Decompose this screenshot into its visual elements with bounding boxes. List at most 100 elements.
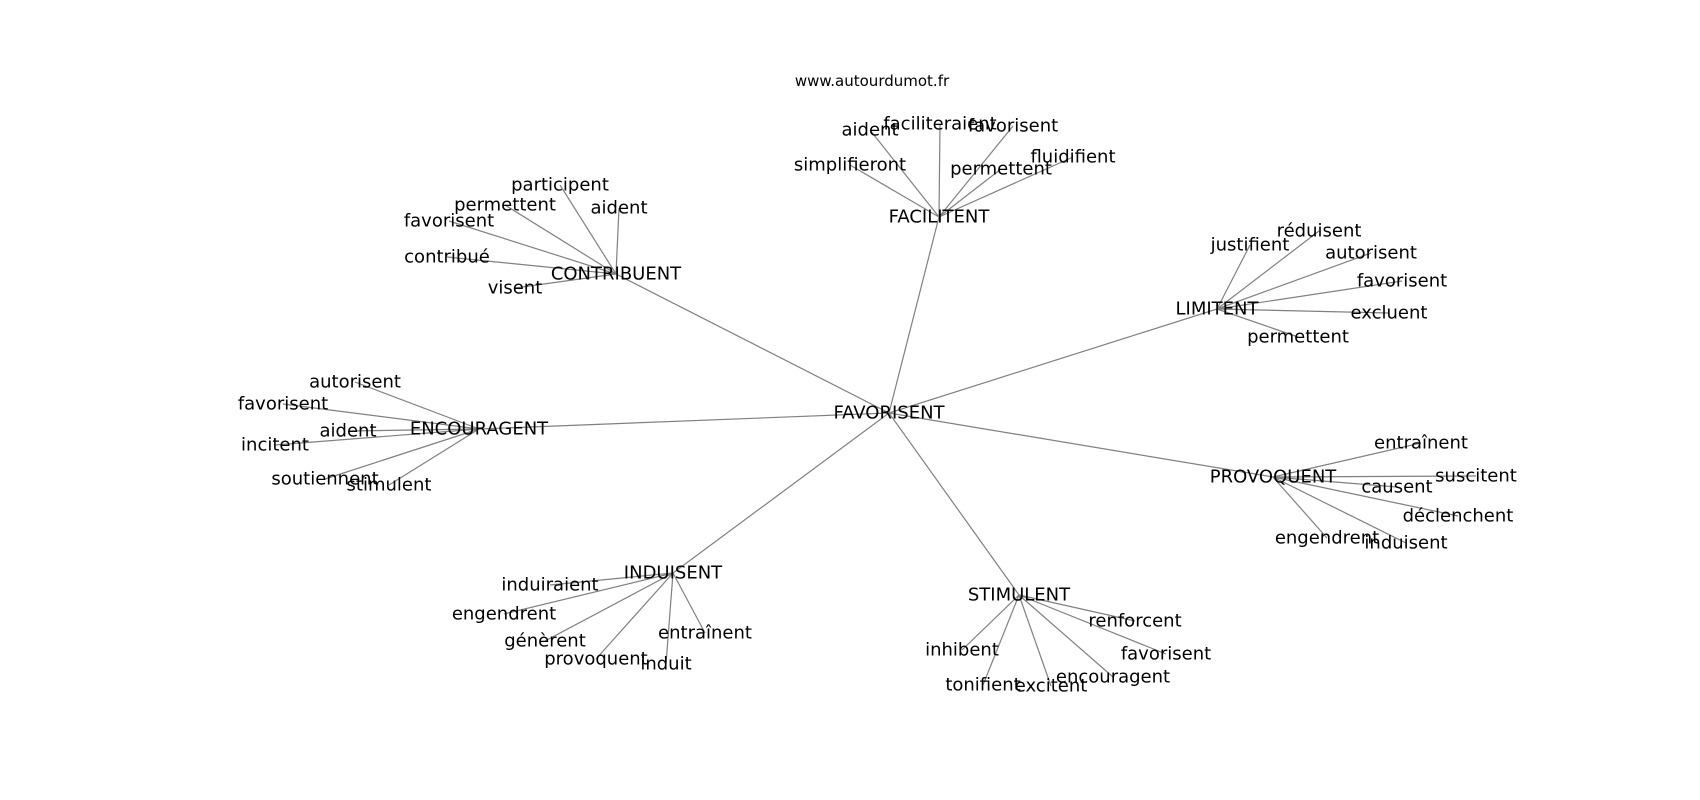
leaf-word-label: génèrent <box>504 631 586 652</box>
graph-labels: aidentfaciliteraientfavorisentsimplifier… <box>238 114 1517 697</box>
leaf-word-label: permettent <box>1247 327 1349 348</box>
hub-leaf-edge <box>1216 230 1320 310</box>
hub-leaf-edge <box>938 123 941 218</box>
center-hub-edge <box>888 412 1274 478</box>
leaf-word-label: favorisent <box>238 394 328 415</box>
hub-leaf-edge <box>1216 244 1251 310</box>
leaf-word-label: tonifient <box>945 675 1020 696</box>
hub-word-label: CONTRIBUENT <box>551 264 682 285</box>
hub-leaf-edge <box>347 428 480 432</box>
hub-word-label: PROVOQUENT <box>1210 467 1338 488</box>
hub-leaf-edge <box>1272 476 1407 544</box>
hub-leaf-edge <box>869 129 940 218</box>
leaf-word-label: favorisent <box>1357 271 1447 292</box>
leaf-word-label: engendrent <box>452 604 556 625</box>
leaf-word-label: induit <box>640 654 691 675</box>
leaf-word-label: aident <box>842 120 899 141</box>
hub-leaf-edge <box>559 184 617 275</box>
hub-leaf-edge <box>615 207 620 275</box>
leaf-word-label: soutiennent <box>271 469 378 490</box>
leaf-word-label: provoquent <box>544 649 647 670</box>
leaf-word-label: visent <box>488 278 543 299</box>
hub-word-label: ENCOURAGENT <box>410 419 549 440</box>
leaf-word-label: fluidifient <box>1030 147 1115 168</box>
hub-leaf-edge <box>446 256 617 275</box>
leaf-word-label: entraînent <box>658 623 752 644</box>
hub-word-label: LIMITENT <box>1175 299 1259 320</box>
leaf-word-label: suscitent <box>1435 466 1517 487</box>
hub-leaf-edge <box>665 572 674 665</box>
leaf-word-label: favorisent <box>404 211 494 232</box>
center-hub-edge <box>615 273 890 414</box>
hub-leaf-edge <box>354 381 480 430</box>
graph-edges <box>274 123 1477 687</box>
hub-word-label: FACILITENT <box>889 207 991 228</box>
hub-leaf-edge <box>982 594 1020 686</box>
hub-leaf-edge <box>504 204 617 275</box>
leaf-word-label: autorisent <box>1325 243 1417 264</box>
leaf-word-label: déclenchent <box>1403 506 1514 527</box>
leaf-word-label: favorisent <box>968 116 1058 137</box>
hub-leaf-edge <box>938 168 1002 218</box>
center-hub-edge <box>888 308 1218 414</box>
hub-leaf-edge <box>544 572 674 642</box>
leaf-word-label: simplifieront <box>794 155 906 176</box>
hub-leaf-edge <box>503 572 674 615</box>
hub-leaf-edge <box>1216 308 1299 338</box>
leaf-word-label: réduisent <box>1277 221 1362 242</box>
leaf-word-label: excluent <box>1351 303 1428 324</box>
leaf-word-label: aident <box>591 198 648 219</box>
leaf-word-label: encouragent <box>1056 667 1170 688</box>
leaf-word-label: participent <box>511 175 609 196</box>
center-hub-edge <box>888 216 940 414</box>
hub-word-label: INDUISENT <box>624 563 723 584</box>
hub-leaf-edge <box>849 164 940 218</box>
leaf-word-label: permettent <box>454 195 556 216</box>
leaf-word-label: causent <box>1361 477 1432 498</box>
hub-leaf-edge <box>938 125 1014 218</box>
hub-leaf-edge <box>274 428 480 446</box>
hub-leaf-edge <box>961 594 1020 651</box>
center-hub-edge <box>672 412 890 574</box>
leaf-word-label: stimulent <box>347 475 432 496</box>
leaf-word-label: faciliteraient <box>883 114 996 135</box>
hub-leaf-edge <box>1272 476 1328 539</box>
hub-leaf-edge <box>1018 594 1114 678</box>
hub-leaf-edge <box>549 572 674 586</box>
hub-leaf-edge <box>448 220 617 275</box>
hub-leaf-edge <box>1216 308 1390 314</box>
leaf-word-label: excitent <box>1015 676 1088 697</box>
leaf-word-label: entraînent <box>1374 433 1468 454</box>
leaf-word-label: justifient <box>1210 235 1290 256</box>
center-hub-edge <box>478 412 890 430</box>
leaf-word-label: induisent <box>1364 533 1447 554</box>
leaf-word-label: induiraient <box>501 575 598 596</box>
leaf-word-label: aident <box>320 421 377 442</box>
hub-leaf-edge <box>1272 476 1398 488</box>
leaf-word-label: permettent <box>950 159 1052 180</box>
hub-leaf-edge <box>1272 442 1422 478</box>
leaf-word-label: favorisent <box>1121 644 1211 665</box>
hub-leaf-edge <box>1018 594 1136 622</box>
hub-leaf-edge <box>1216 280 1403 310</box>
hub-word-label: STIMULENT <box>968 585 1071 606</box>
center-word-label: FAVORISENT <box>833 403 945 424</box>
hub-leaf-edge <box>282 403 480 430</box>
hub-leaf-edge <box>324 428 480 480</box>
hub-leaf-edge <box>595 572 674 660</box>
leaf-word-label: engendrent <box>1275 528 1379 549</box>
leaf-word-label: inhibent <box>925 640 999 661</box>
hub-leaf-edge <box>1018 594 1167 655</box>
hub-leaf-edge <box>1216 252 1372 310</box>
hub-leaf-edge <box>938 156 1074 218</box>
leaf-word-label: renforcent <box>1088 611 1181 632</box>
center-hub-edge <box>888 412 1020 596</box>
leaf-word-label: incitent <box>241 435 309 456</box>
hub-leaf-edge <box>1272 475 1477 478</box>
hub-leaf-edge <box>1018 594 1052 687</box>
hub-leaf-edge <box>672 572 706 634</box>
hub-leaf-edge <box>388 428 480 486</box>
hub-leaf-edge <box>514 273 617 289</box>
hub-leaf-edge <box>1272 476 1459 517</box>
